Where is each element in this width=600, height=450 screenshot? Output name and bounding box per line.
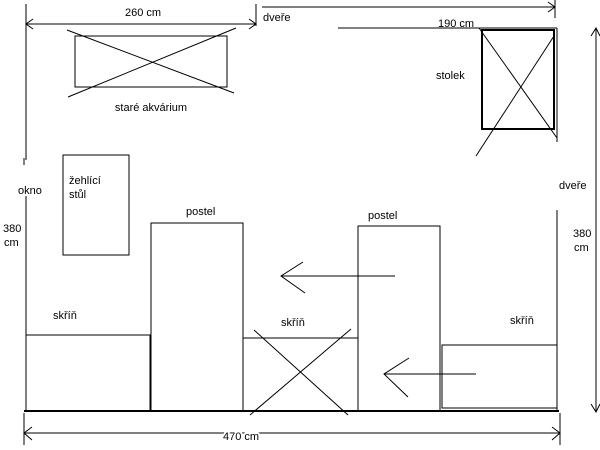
wardrobe-middle-box (242, 328, 359, 416)
move-arrow-lower (383, 357, 476, 398)
door-right-label: dveře (559, 180, 587, 192)
table-box (475, 27, 558, 157)
dimension-top-right-label: 190 cm (438, 18, 474, 30)
ironing-board-label-line1: žehlící (69, 175, 101, 187)
dimension-left-value: 380 (3, 223, 21, 235)
wardrobe-right-box (441, 344, 558, 409)
dimension-right (590, 26, 600, 414)
bed-right-label: postel (368, 210, 397, 222)
dimension-left-unit: cm (4, 237, 19, 249)
ironing-board-box (62, 154, 130, 256)
bed-left-label: postel (186, 206, 215, 218)
bed-right-box (357, 225, 441, 412)
table-label: stolek (436, 70, 465, 82)
dimension-right-unit: cm (574, 242, 589, 254)
dimension-bottom-label: 470 cm (223, 431, 259, 443)
wardrobe-middle-label: skříň (281, 317, 305, 329)
dimension-right-value: 380 (573, 228, 591, 240)
move-arrow-upper (280, 261, 395, 294)
room-walls (24, 26, 559, 412)
bed-left-box (150, 222, 244, 412)
wardrobe-left-label: skříň (53, 310, 77, 322)
dimension-top-right (262, 0, 556, 18)
old-aquarium-box (66, 27, 237, 98)
dimension-bottom (23, 413, 561, 445)
wardrobe-left-box (25, 334, 151, 412)
dimension-top-left-label: 260 cm (125, 7, 161, 19)
dimension-top-left (25, 4, 257, 30)
old-aquarium-label: staré akvárium (115, 102, 187, 114)
ironing-board-label-line2: stůl (69, 189, 86, 201)
wardrobe-right-label: skříň (510, 315, 534, 327)
door-top-label: dveře (263, 12, 291, 24)
window-label: okno (18, 185, 42, 197)
